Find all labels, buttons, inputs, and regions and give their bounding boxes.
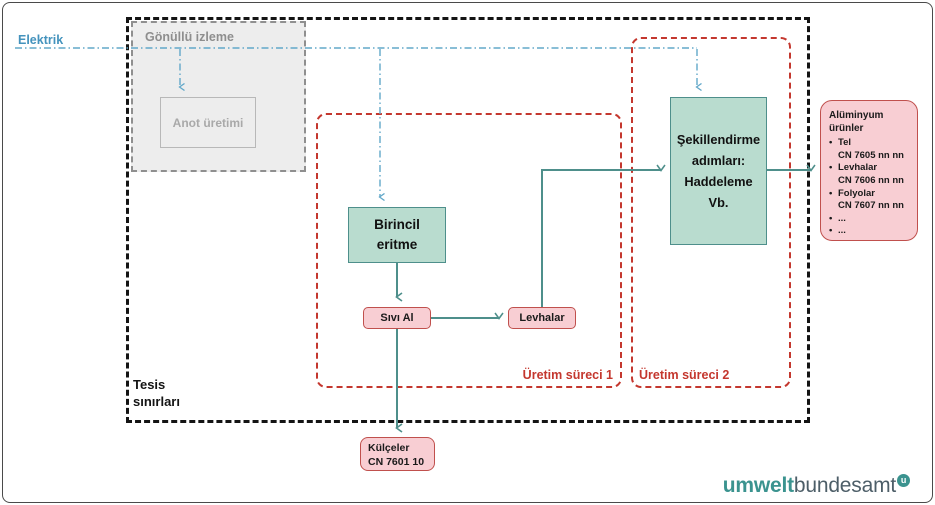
logo-u-badge-icon: u [897,474,910,487]
bullet-icon: • [829,162,833,174]
product-item-code: CN 7606 nn nn [829,175,911,188]
voluntary-monitoring-label: Gönüllü izleme [145,30,234,44]
product-item-label: CN 7607 nn nn [838,200,904,212]
process2-label: Üretim süreci 2 [639,368,730,382]
anode-production-box: Anot üretimi [160,97,256,148]
product-item-code: CN 7605 nn nn [829,150,911,163]
bullet-icon: • [829,225,833,237]
bullet-icon: • [829,212,833,224]
electricity-label: Elektrik [18,33,64,47]
logo-umwelt: umwelt [722,474,794,497]
product-item: • Folyolar [829,188,911,201]
bullet-icon: • [829,187,833,199]
shaping-steps-box: Şekillendirme adımları: Haddeleme Vb. [670,97,767,245]
product-item: • Tel [829,137,911,150]
aluminum-products-box: Alüminyum ürünler • Tel CN 7605 nn nn • … [820,100,918,241]
process1-label: Üretim süreci 1 [522,368,613,382]
liquid-al-box: Sıvı Al [363,307,431,329]
facility-boundary-label: Tesis sınırları [133,377,180,409]
aluminum-products-title: Alüminyum ürünler [829,110,884,135]
product-item-label: Tel [838,137,852,149]
voluntary-monitoring-zone: Gönüllü izleme Anot üretimi [131,21,306,172]
product-item-label: CN 7606 nn nn [838,174,904,186]
product-item-label: Folyolar [838,187,875,199]
product-item: • ... [829,213,911,226]
primary-smelting-box: Birincil eritme [348,207,446,263]
product-item-label: ... [838,225,846,237]
product-item-label: ... [838,212,846,224]
logo-bundesamt: bundesamt [793,474,896,497]
sheets-box: Levhalar [508,307,576,329]
product-item: • ... [829,225,911,238]
product-item: • Levhalar [829,162,911,175]
product-item-code: CN 7607 nn nn [829,200,911,213]
bullet-icon: • [829,137,833,149]
ingots-box: Külçeler CN 7601 10 [360,437,435,471]
facility-boundary-box [126,17,810,423]
product-item-label: CN 7605 nn nn [838,149,904,161]
product-item-label: Levhalar [838,162,878,174]
